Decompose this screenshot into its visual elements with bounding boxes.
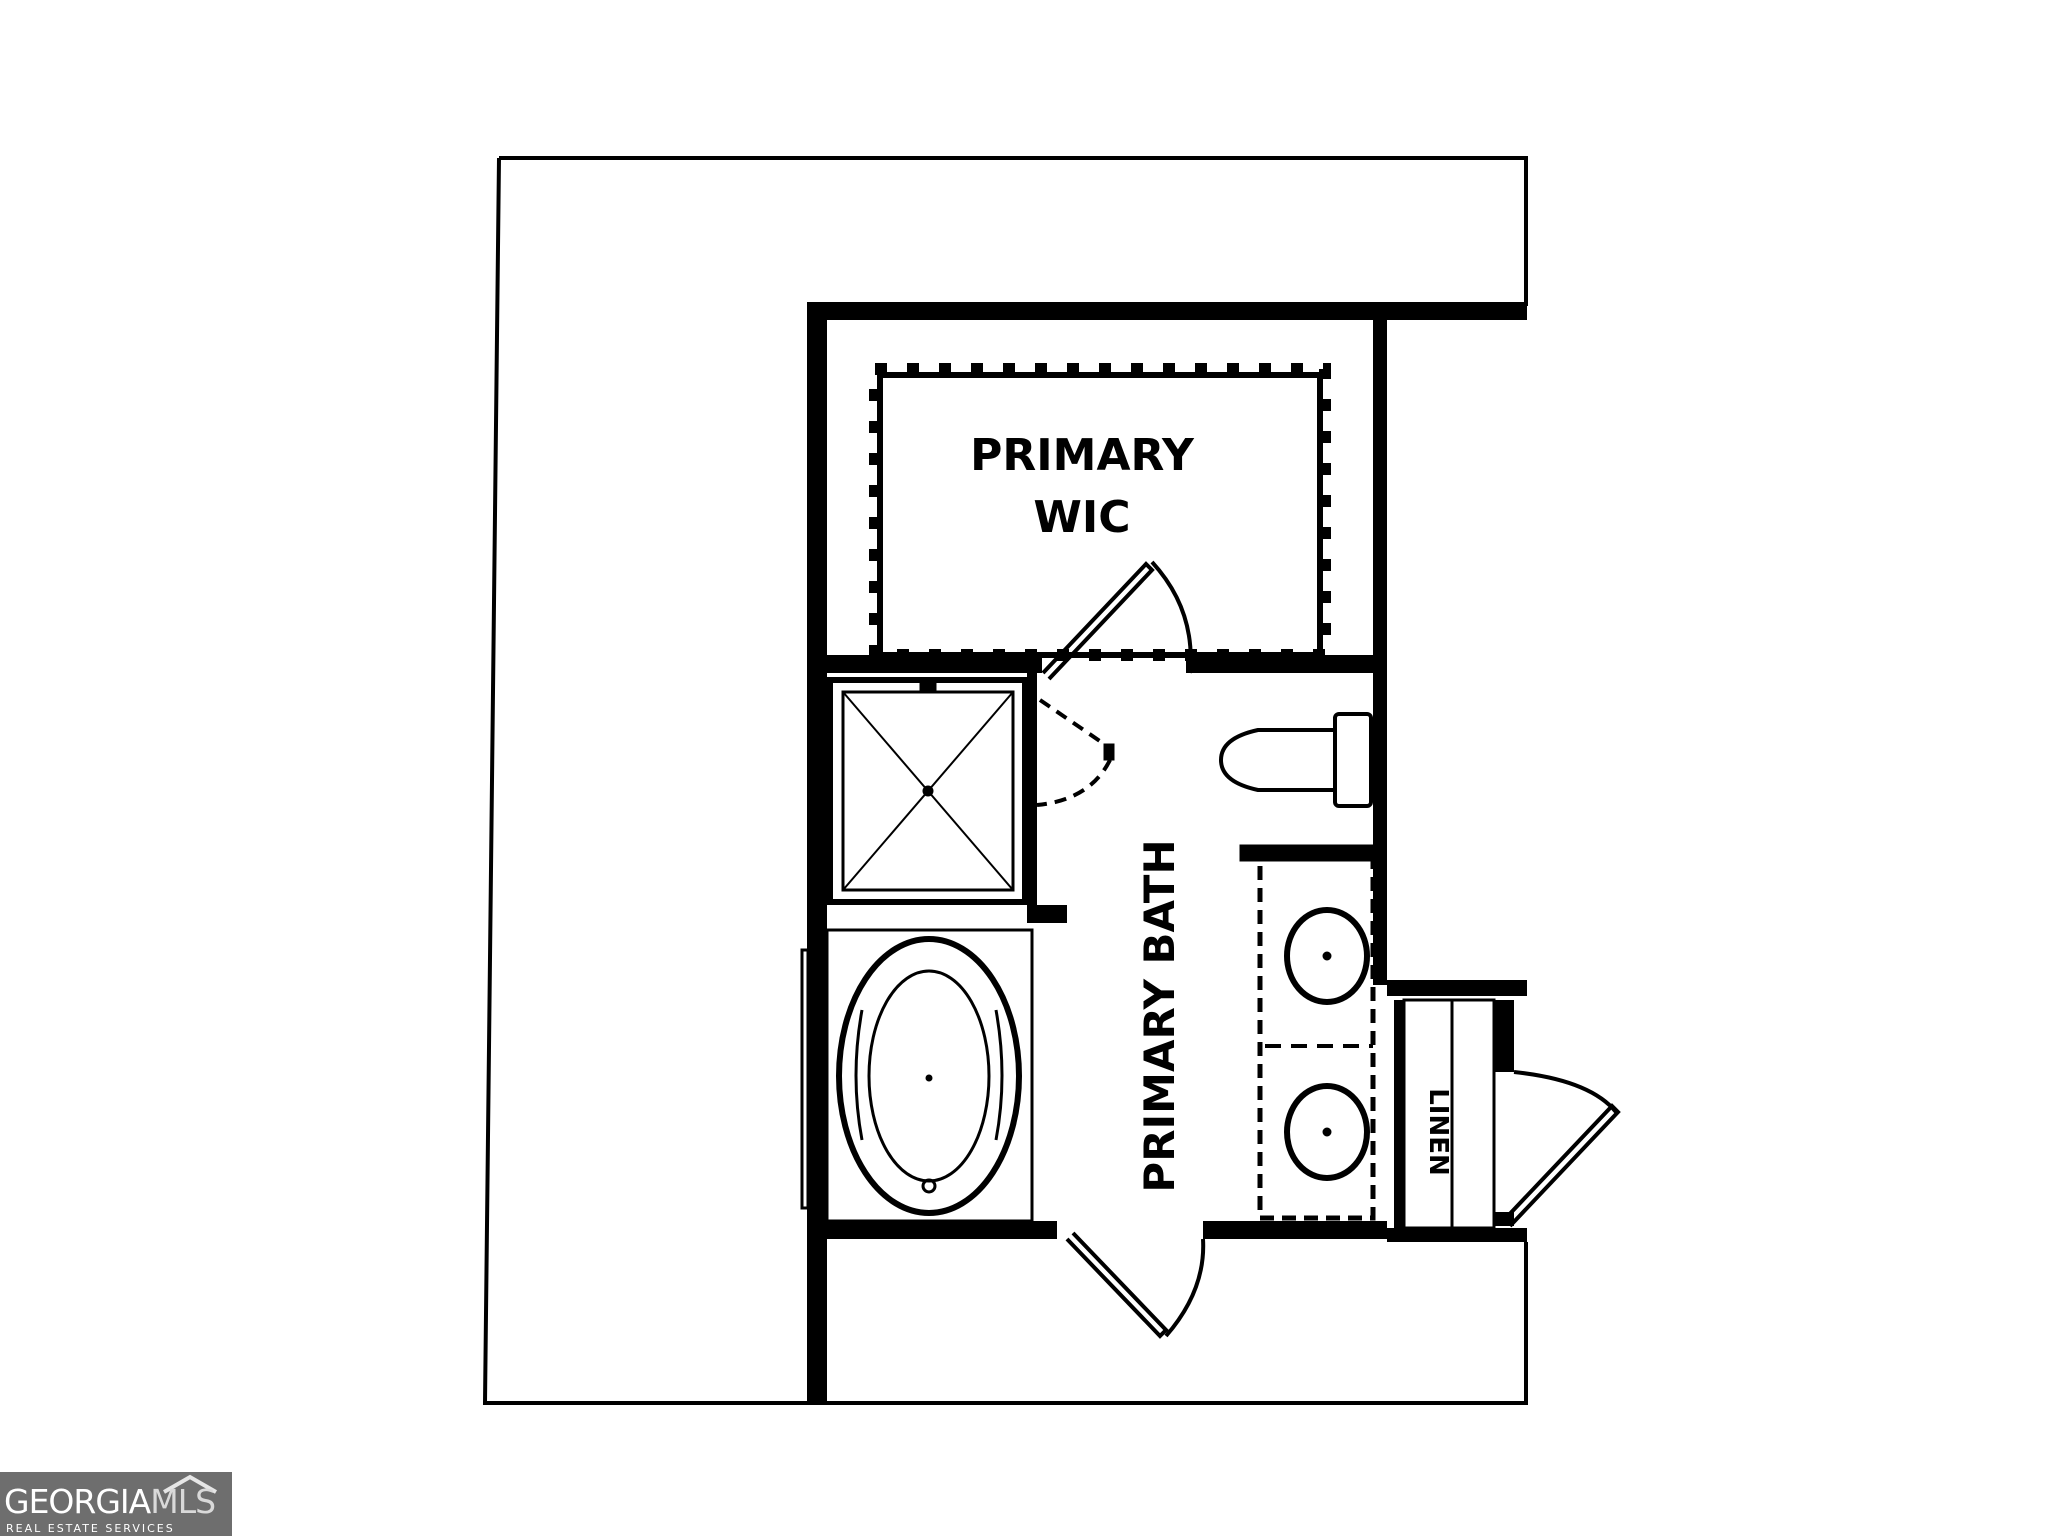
side-door bbox=[1494, 1070, 1621, 1228]
wic-door bbox=[1041, 560, 1193, 681]
linen-closet bbox=[1402, 998, 1496, 1230]
room-label-bath: PRIMARY BATH bbox=[1135, 839, 1184, 1192]
toilet bbox=[1218, 712, 1373, 808]
walls bbox=[807, 302, 1527, 1402]
logo-brand-bold: GEORGIA bbox=[4, 1482, 151, 1521]
logo-tagline: REAL ESTATE SERVICES bbox=[6, 1522, 175, 1535]
roof-icon bbox=[163, 1474, 217, 1494]
vanity bbox=[1239, 844, 1376, 1221]
logo-brand: GEORGIAMLS bbox=[4, 1482, 216, 1521]
room-label-wic-line1: PRIMARY bbox=[970, 430, 1195, 481]
logo-brand-light: MLS bbox=[150, 1482, 216, 1521]
bath-door bbox=[1065, 1231, 1206, 1339]
wic-shelving bbox=[869, 363, 1331, 661]
room-label-wic-line2: WIC bbox=[1033, 492, 1130, 543]
room-label-linen: LINEN bbox=[1423, 1088, 1453, 1176]
shower bbox=[827, 677, 1115, 905]
georgia-mls-logo: GEORGIAMLS REAL ESTATE SERVICES bbox=[0, 1472, 232, 1536]
outer-outline bbox=[482, 156, 1528, 1405]
bathtub bbox=[800, 928, 1034, 1223]
